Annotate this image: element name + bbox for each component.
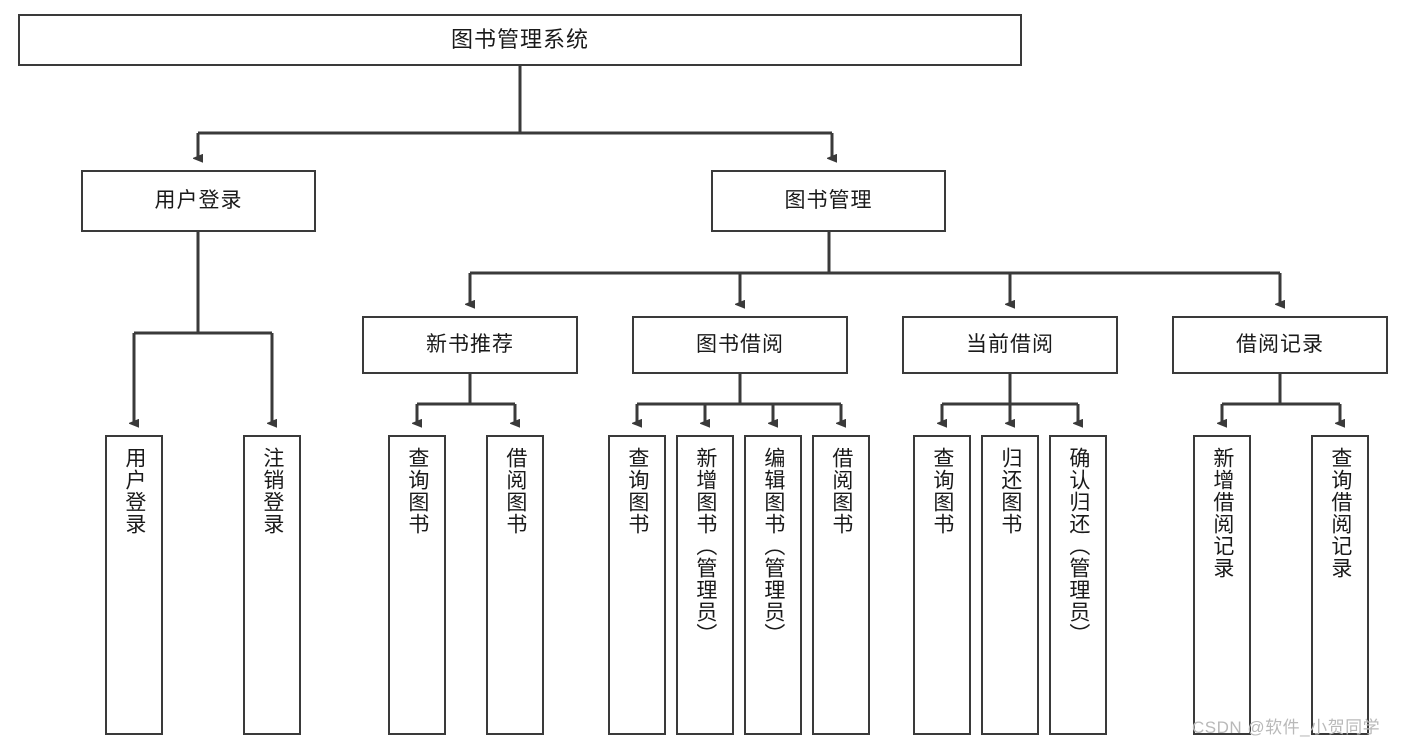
node-label: 借阅图书 — [503, 447, 527, 535]
node-new-book-recommend[interactable]: 新书推荐 — [362, 316, 578, 374]
node-book-borrow[interactable]: 图书借阅 — [632, 316, 848, 374]
node-label: 新书推荐 — [426, 333, 514, 357]
node-label: 借阅记录 — [1236, 333, 1324, 357]
node-label: 查询图书 — [930, 447, 954, 535]
leaf-confirm-return-admin[interactable]: 确认归还（管理员） — [1049, 435, 1107, 735]
node-label: 确认归还（管理员） — [1066, 447, 1090, 645]
node-book-management[interactable]: 图书管理 — [711, 170, 946, 232]
leaf-add-book-admin[interactable]: 新增图书（管理员） — [676, 435, 734, 735]
node-label: 借阅图书 — [829, 447, 853, 535]
leaf-query-book-current[interactable]: 查询图书 — [913, 435, 971, 735]
node-label: 图书管理系统 — [450, 26, 589, 52]
leaf-query-book-recommend[interactable]: 查询图书 — [388, 435, 446, 735]
node-root-system[interactable]: 图书管理系统 — [18, 14, 1022, 66]
leaf-query-book-borrow[interactable]: 查询图书 — [608, 435, 666, 735]
node-label: 图书借阅 — [696, 333, 784, 357]
leaf-borrow-book-recommend[interactable]: 借阅图书 — [486, 435, 544, 735]
leaf-borrow-book[interactable]: 借阅图书 — [812, 435, 870, 735]
leaf-query-borrow-record[interactable]: 查询借阅记录 — [1311, 435, 1369, 735]
node-borrow-record[interactable]: 借阅记录 — [1172, 316, 1388, 374]
node-label: 新增借阅记录 — [1210, 447, 1234, 579]
node-label: 查询图书 — [625, 447, 649, 535]
watermark-text: CSDN @软件_小贺同学 — [1192, 718, 1381, 737]
node-label: 用户登录 — [122, 447, 146, 535]
node-label: 图书管理 — [784, 189, 873, 213]
node-user-login[interactable]: 用户登录 — [81, 170, 316, 232]
node-label: 查询借阅记录 — [1328, 447, 1352, 579]
leaf-return-book[interactable]: 归还图书 — [981, 435, 1039, 735]
leaf-logout[interactable]: 注销登录 — [243, 435, 301, 735]
node-label: 当前借阅 — [966, 333, 1054, 357]
node-label: 注销登录 — [260, 447, 284, 535]
node-label: 归还图书 — [998, 447, 1022, 535]
node-label: 查询图书 — [405, 447, 429, 535]
leaf-edit-book-admin[interactable]: 编辑图书（管理员） — [744, 435, 802, 735]
node-current-borrow[interactable]: 当前借阅 — [902, 316, 1118, 374]
leaf-user-login[interactable]: 用户登录 — [105, 435, 163, 735]
leaf-add-borrow-record[interactable]: 新增借阅记录 — [1193, 435, 1251, 735]
node-label: 用户登录 — [154, 189, 243, 213]
node-label: 新增图书（管理员） — [693, 447, 717, 645]
node-label: 编辑图书（管理员） — [761, 447, 785, 645]
